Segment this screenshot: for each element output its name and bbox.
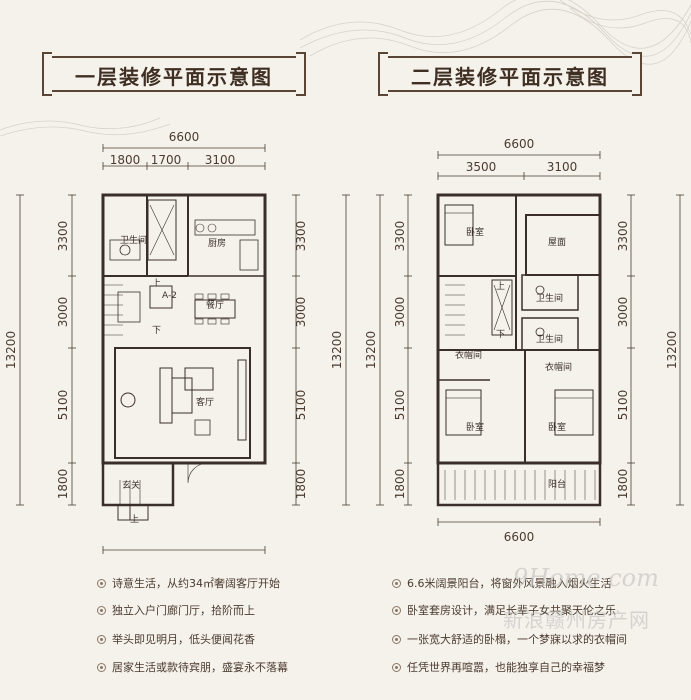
feature-left-4: 居家生活或款待宾朋，盛宴永不落幕	[97, 659, 288, 675]
bullet-icon	[392, 662, 401, 672]
f2-room-bed2: 卧室	[466, 421, 484, 433]
bullet-icon	[97, 605, 106, 615]
f2-room-bath2: 卫生间	[536, 333, 563, 345]
bullet-icon	[97, 578, 106, 588]
f2-left-total: 13200	[364, 331, 378, 369]
f2-room-bed3: 卧室	[548, 421, 566, 433]
feature-left-3: 举头即见明月，低头便闻花香	[97, 631, 255, 647]
f2-top-part-1: 3500	[466, 160, 497, 174]
f1-right-part-3: 5100	[294, 390, 308, 421]
watermark: 9Home.com 新浪赣州房产网	[503, 556, 683, 646]
f2-right-part-4: 1800	[616, 469, 630, 500]
watermark-line-1: 9Home.com	[513, 564, 659, 592]
f1-room-bath: 卫生间	[120, 234, 147, 246]
feature-right-3: 一张宽大舒适的卧榻，一个梦寐以求的衣帽间	[392, 631, 627, 647]
f2-room-balcony: 阳台	[548, 478, 566, 490]
floor-plans: 6600 1800 1700 3100 6600 13200 3300 3000…	[4, 130, 684, 554]
f2-stair-up: 上	[496, 281, 505, 292]
bullet-icon	[97, 634, 106, 644]
f2-stair-down: 下	[496, 330, 505, 340]
f2-room-bath1: 卫生间	[536, 292, 563, 304]
feature-right-1: 6.6米阔景阳台，将窗外风景融入烟火生活	[392, 575, 612, 591]
f2-right-part-1: 3300	[616, 221, 630, 252]
f2-right-part-2: 3000	[616, 297, 630, 328]
f1-room-dining: 餐厅	[206, 299, 224, 311]
f1-entry-up: 上	[130, 514, 139, 525]
f2-left-part-3: 5100	[393, 390, 407, 421]
f1-room-living: 客厅	[196, 396, 214, 408]
watermark-line-2: 新浪赣州房产网	[503, 608, 650, 632]
feature-left-1: 诗意生活，从约34㎡奢阔客厅开始	[97, 575, 280, 591]
f2-room-roof: 屋面	[548, 237, 566, 248]
floor1-title-frame: 一层装修平面示意图	[42, 52, 306, 96]
f1-stair-up: 上	[152, 278, 161, 289]
f2-right-total: 13200	[665, 331, 679, 369]
f2-left-part-4: 1800	[393, 469, 407, 500]
f1-right-total: 13200	[330, 331, 344, 369]
f2-top-part-2: 3100	[547, 160, 578, 174]
f1-top-total: 6600	[169, 130, 200, 144]
bullet-icon	[392, 634, 401, 644]
floor2-plan	[436, 193, 602, 507]
f1-top-part-3: 3100	[205, 153, 236, 167]
floor2-title: 二层装修平面示意图	[411, 65, 609, 89]
f2-bottom-total: 6600	[504, 530, 535, 544]
feature-left-2: 独立入户门廊门厅，拾阶而上	[97, 602, 255, 618]
f1-left-part-2: 3000	[56, 297, 70, 328]
f2-left-part-2: 3000	[393, 297, 407, 328]
f1-top-part-2: 1700	[151, 153, 182, 167]
f1-right-part-1: 3300	[294, 221, 308, 252]
bullet-icon	[97, 662, 106, 672]
bullet-icon	[392, 578, 401, 588]
f2-room-closet1: 衣帽间	[455, 349, 482, 361]
f1-left-total: 13200	[4, 331, 18, 369]
f1-room-kitchen: 厨房	[208, 237, 226, 249]
bullet-icon	[392, 605, 401, 615]
f1-room-foyer: 玄关	[122, 479, 140, 491]
f1-left-part-3: 5100	[56, 390, 70, 421]
feature-right-4: 任凭世界再喧嚣，也能独享自己的幸福梦	[392, 659, 605, 675]
f1-right-part-2: 3000	[294, 297, 308, 328]
f1-right-part-4: 1800	[294, 469, 308, 500]
feature-right-2: 卧室套房设计，满足长辈子女共聚天伦之乐	[392, 602, 616, 618]
f1-left-part-1: 3300	[56, 221, 70, 252]
f1-top-part-1: 1800	[110, 153, 141, 167]
f1-unit-label: A-2	[162, 291, 177, 301]
f2-left-part-1: 3300	[393, 221, 407, 252]
f1-stair-down: 下	[152, 326, 161, 336]
f1-left-part-4: 1800	[56, 469, 70, 500]
f2-room-bed1: 卧室	[466, 226, 484, 238]
f2-room-closet2: 衣帽间	[545, 361, 572, 373]
floor2-title-frame: 二层装修平面示意图	[378, 52, 642, 96]
floor1-title: 一层装修平面示意图	[75, 65, 273, 89]
f2-top-total: 6600	[504, 137, 535, 151]
f2-right-part-3: 5100	[616, 390, 630, 421]
floor1-plan	[101, 193, 267, 521]
